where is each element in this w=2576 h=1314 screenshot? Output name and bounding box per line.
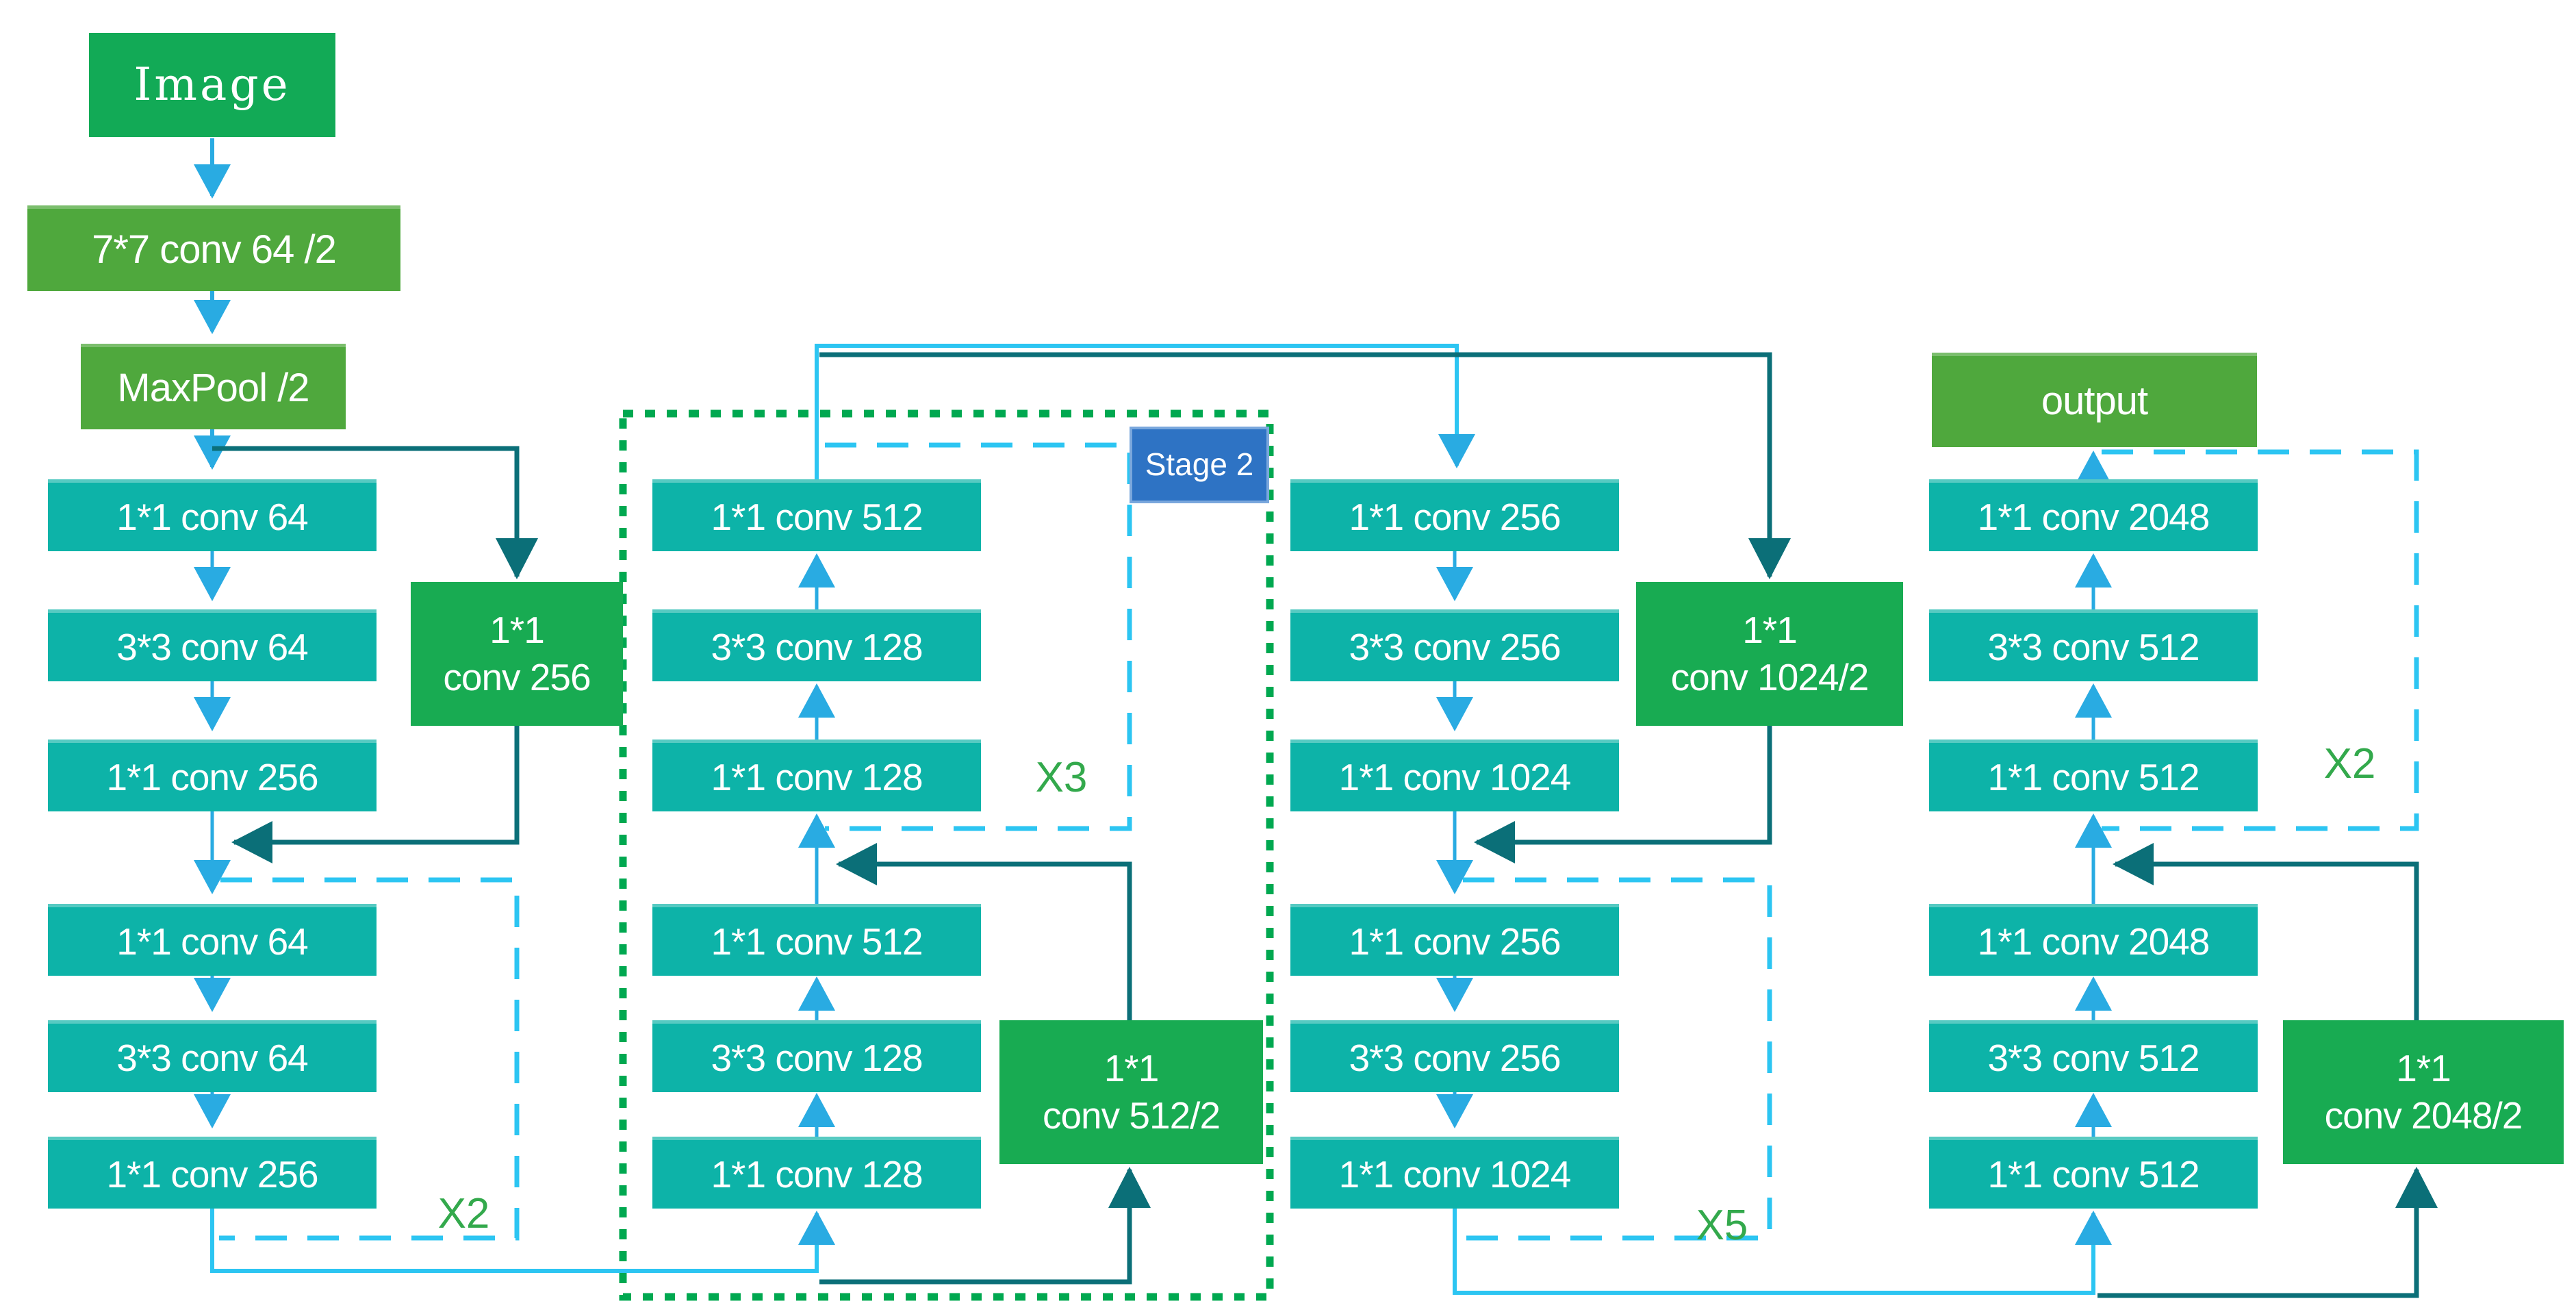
shortcut-conv-block: 1*1 conv 256 [411,582,623,726]
conv-block: 1*1 conv 512 [652,479,981,551]
conv-block: 1*1 conv 64 [48,904,377,976]
conv-block: 1*1 conv 2048 [1929,479,2258,551]
shortcut-line2: conv 2048/2 [2324,1094,2523,1137]
stage2-shortcut-merge [836,843,1132,1020]
conv-block: 3*3 conv 64 [48,609,377,681]
conv-block: 1*1 conv 512 [652,904,981,976]
rail-stage2-to-stage3 [815,344,1475,479]
shortcut-line1: 1*1 [1742,609,1798,652]
conv-block: 3*3 conv 128 [652,1020,981,1092]
stage3-shortcut-merge [1474,726,1772,863]
conv-block: 3*3 conv 512 [1929,1020,2258,1092]
shortcut-line2: conv 512/2 [1042,1094,1221,1137]
shortcut-conv-block: 1*1 conv 2048/2 [2283,1020,2564,1164]
shortcut-line2: conv 1024/2 [1670,656,1870,698]
conv-block: 3*3 conv 512 [1929,609,2258,681]
stage4-shortcut-feed [2097,1167,2438,1298]
shortcut-conv-block: 1*1 conv 1024/2 [1636,582,1903,726]
conv-block: 1*1 conv 256 [1290,904,1619,976]
shortcut-conv-block: 1*1 conv 512/2 [999,1020,1263,1164]
rail-stage1-to-stage2 [210,1205,835,1273]
shortcut-line1: 1*1 [489,609,545,652]
conv-block: 3*3 conv 256 [1290,1020,1619,1092]
repeat-count-label: X2 [2323,740,2376,787]
repeat-count-label: X3 [1035,754,1088,801]
conv-block: 1*1 conv 512 [1929,1137,2258,1209]
image-input-block: Image [89,33,335,137]
repeat-loop-stage2 [825,442,1132,831]
maxpool-block: MaxPool /2 [81,344,346,429]
repeat-count-label: X5 [1696,1202,1748,1249]
output-block: output [1932,353,2257,447]
conv7x7-block: 7*7 conv 64 /2 [27,205,400,291]
conv-block: 3*3 conv 256 [1290,609,1619,681]
rail-stage3-shortcut-feed [819,352,1791,579]
conv-block: 1*1 conv 1024 [1290,740,1619,811]
rail-stage3-to-stage4 [1453,1205,2112,1295]
conv-block: 1*1 conv 512 [1929,740,2258,811]
shortcut-line1: 1*1 [1104,1047,1160,1090]
stage2-badge: Stage 2 [1130,427,1269,503]
conv-block: 1*1 conv 128 [652,1137,981,1209]
shortcut-line2: conv 256 [443,656,591,698]
conv-block: 1*1 conv 1024 [1290,1137,1619,1209]
conv-block: 1*1 conv 64 [48,479,377,551]
conv-block: 3*3 conv 64 [48,1020,377,1092]
conv-block: 1*1 conv 256 [1290,479,1619,551]
repeat-loop-stage1 [219,877,520,1241]
repeat-loop-stage3 [1462,877,1772,1241]
shortcut-line1: 1*1 [2396,1047,2451,1090]
conv-block: 1*1 conv 256 [48,1137,377,1209]
stage1-shortcut-merge [231,726,520,863]
conv-block: 1*1 conv 256 [48,740,377,811]
conv-block: 3*3 conv 128 [652,609,981,681]
repeat-count-label: X2 [437,1190,490,1237]
stage2-shortcut-feed [819,1167,1151,1285]
conv-block: 1*1 conv 2048 [1929,904,2258,976]
repeat-loop-stage4 [2102,449,2419,831]
conv-block: 1*1 conv 128 [652,740,981,811]
stage4-shortcut-merge [2113,843,2419,1020]
stage1-shortcut-feed [212,446,538,579]
